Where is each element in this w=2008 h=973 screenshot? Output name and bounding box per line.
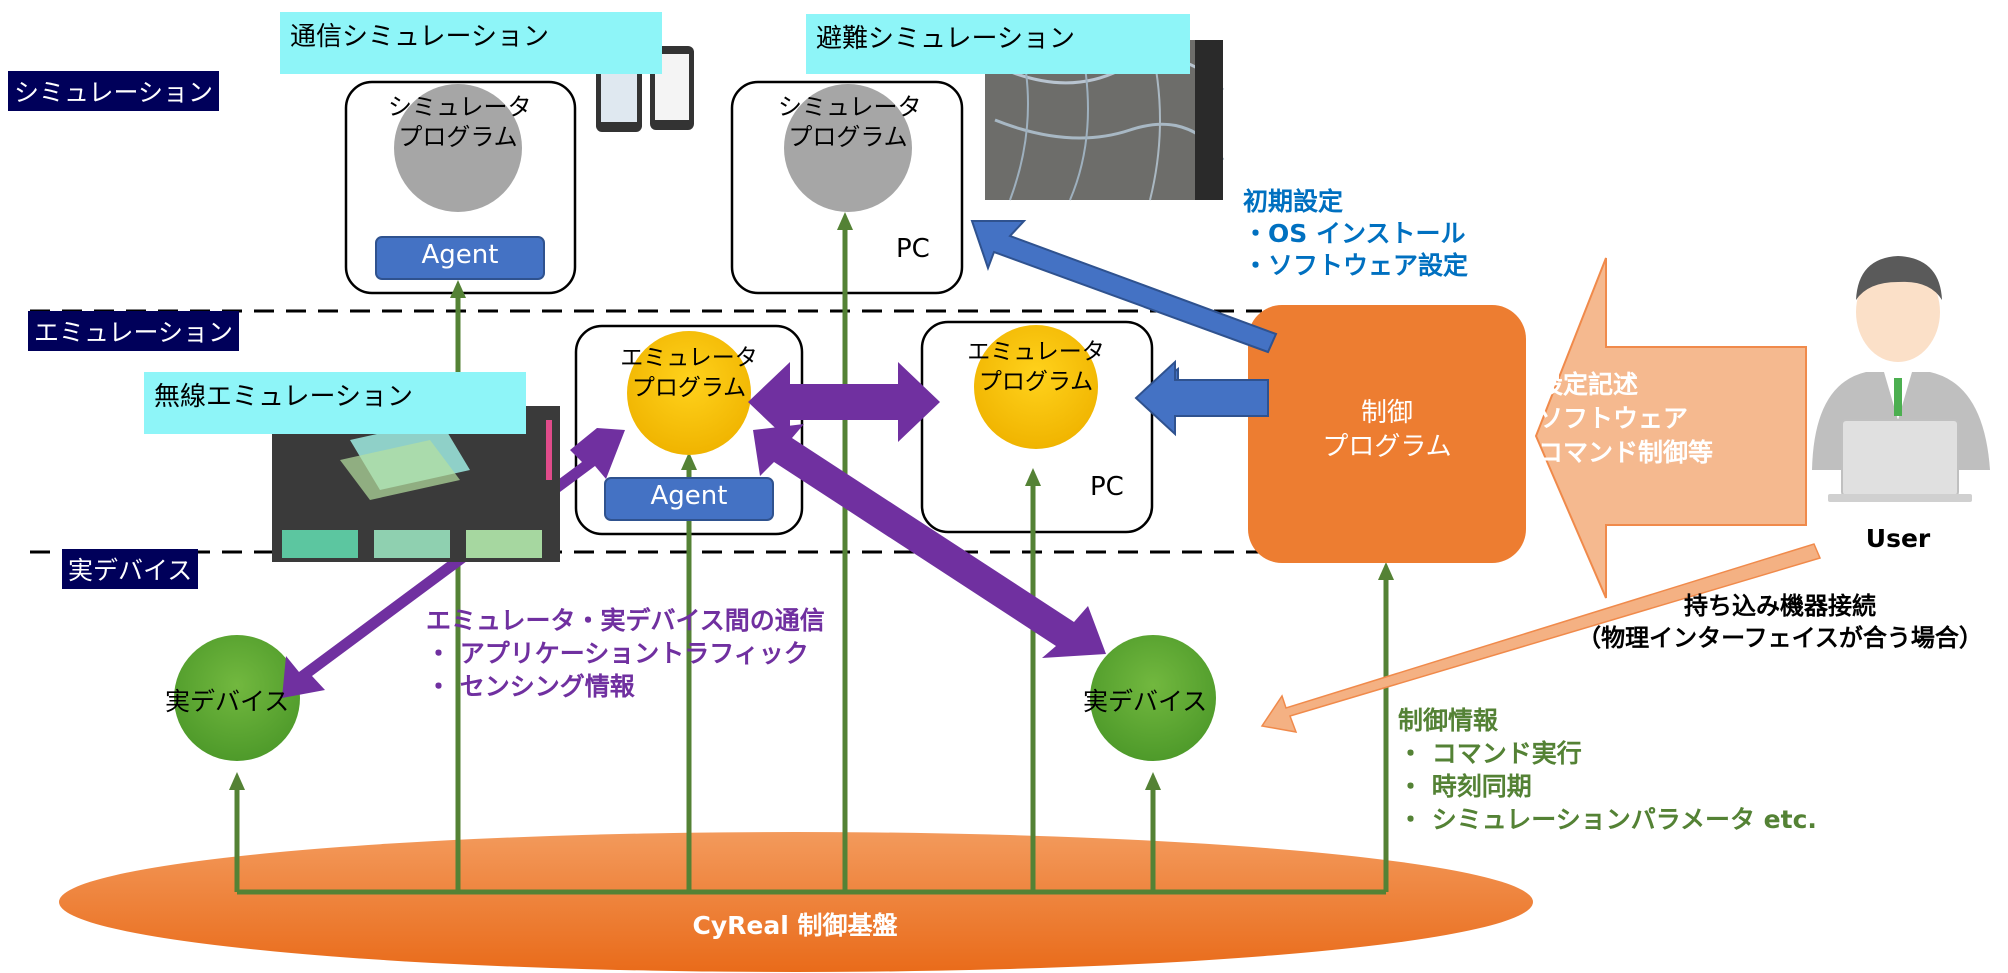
init-setup-arrow — [970, 220, 1278, 354]
agent-label-emu: Agent — [650, 481, 728, 511]
user-icon — [1812, 256, 1990, 502]
control-base-label: CyReal 制御基盤 — [692, 911, 898, 940]
evac-simulator-label: シミュレータ プログラム — [778, 93, 922, 151]
emulator-node-2 — [974, 325, 1098, 449]
control-program-label: 制御 プログラム — [1322, 398, 1452, 462]
agent-box-emu — [604, 477, 774, 521]
config-annotation: 設定記述 ソフトウェア コマンド制御等 — [1538, 370, 1714, 467]
comm-annotation: エミュレータ・実デバイス間の通信 ・ アプリケーショントラフィック ・ センシン… — [426, 606, 825, 701]
layer-label-real-device: 実デバイス — [62, 549, 199, 589]
init-setup-annotation: 初期設定 ・OS インストール ・ソフトウェア設定 — [1243, 187, 1469, 280]
agent-label-sim: Agent — [421, 240, 499, 270]
emulator-label-1: エミュレータ プログラム — [620, 345, 758, 401]
banner-evac-sim: 避難シミュレーション — [806, 14, 1190, 74]
control-bus — [234, 222, 1389, 895]
agent-box-sim — [375, 236, 545, 280]
real-device-node-2 — [1090, 635, 1216, 761]
evac-pc-label: PC — [896, 234, 930, 264]
banner-wireless-emu: 無線エミュレーション — [144, 372, 526, 434]
control-base-ellipse — [59, 832, 1533, 972]
user-config-arrow — [1534, 257, 1807, 599]
real-device-label-1: 実デバイス — [165, 687, 290, 716]
layer-label-simulation: シミュレーション — [8, 71, 220, 111]
bring-device-arrow — [1260, 543, 1822, 733]
real-device-node-1 — [174, 635, 300, 761]
emu-pc-label: PC — [1090, 472, 1124, 502]
real-device-label-2: 実デバイス — [1083, 687, 1208, 716]
user-label: User — [1865, 524, 1931, 553]
emulator-node-1 — [627, 331, 751, 455]
comm-simulator-node — [394, 84, 522, 212]
evac-simulator-node — [784, 84, 912, 212]
emu-to-emu-arrow — [748, 362, 940, 442]
bring-device-annotation: 持ち込み機器接続 （物理インターフェイスが合う場合） — [1577, 592, 1983, 652]
emu-to-device-arrow-right — [753, 424, 1106, 658]
emulator-label-2: エミュレータ プログラム — [967, 339, 1105, 395]
control-program-box — [1248, 305, 1526, 563]
ctrl-info-annotation: 制御情報 ・ コマンド実行 ・ 時刻同期 ・ シミュレーションパラメータ etc… — [1398, 706, 1817, 834]
control-bus-arrowheads — [229, 212, 1394, 790]
banner-comm-sim: 通信シミュレーション — [280, 12, 662, 74]
comm-simulator-label: シミュレータ プログラム — [388, 93, 532, 151]
layer-label-emulation: エミュレーション — [28, 311, 240, 351]
